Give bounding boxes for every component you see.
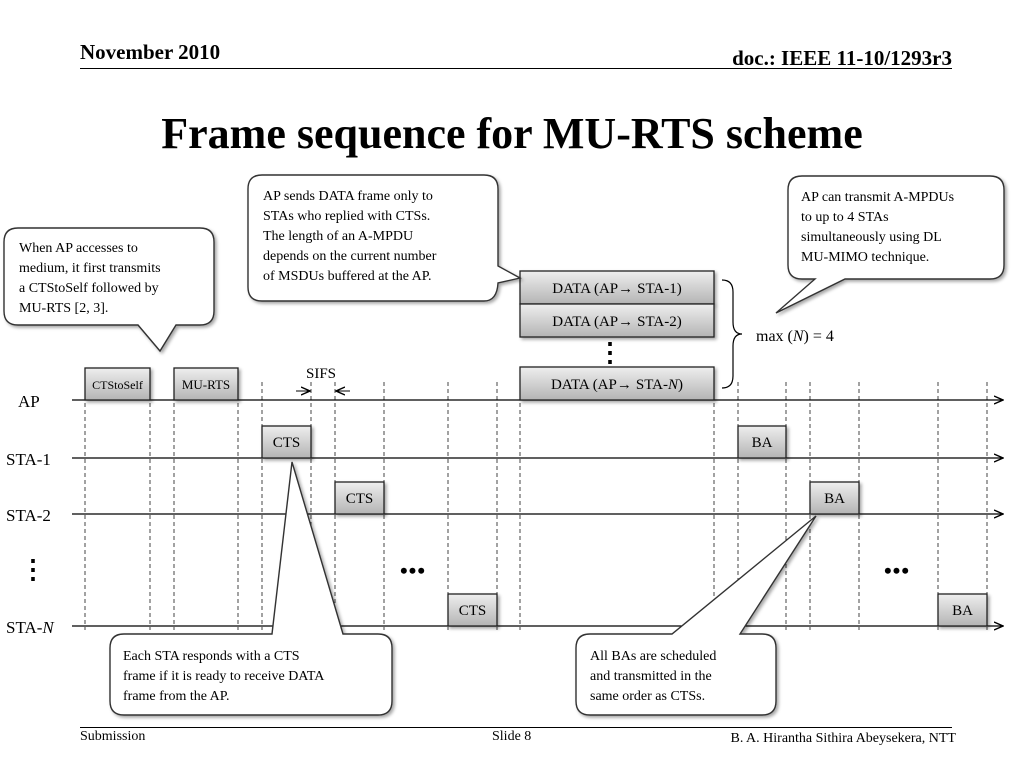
header-doc-id: doc.: IEEE 11-10/1293r3 — [732, 46, 952, 70]
ctstoself-label: CTStoSelf — [92, 378, 143, 392]
callout-data: AP sends DATA frame only to STAs who rep… — [247, 174, 522, 302]
ba-sta2-label: BA — [824, 491, 845, 507]
callout-mumimo: AP can transmit A-MPDUs to up to 4 STAs … — [775, 175, 1005, 314]
cts-frame-stan: CTS — [447, 593, 498, 627]
horizontal-ellipsis-ba: ••• — [884, 558, 910, 583]
horizontal-ellipsis-cts: ••• — [400, 558, 426, 583]
header-rule — [80, 68, 952, 69]
vertical-ellipsis-sta: ⋮ — [20, 555, 46, 584]
sta2-label: STA-2 — [6, 506, 51, 525]
vertical-ellipsis-data: ⋮ — [597, 338, 623, 367]
footer-author: B. A. Hirantha Sithira Abeysekera, NTT — [730, 731, 956, 746]
header-date: November 2010 — [80, 40, 221, 64]
ctstoself-frame: CTStoSelf — [84, 367, 151, 401]
data-frame-sta1: DATA (AP→STA-1) — [519, 270, 715, 305]
footer-slide-number: Slide 8 — [492, 729, 532, 744]
cts-sta1-label: CTS — [273, 435, 301, 451]
callout-ba-text: All BAs are scheduled and transmitted in… — [590, 649, 720, 704]
ba-stan-label: BA — [952, 603, 973, 619]
sta1-label: STA-1 — [6, 450, 51, 469]
murts-frame: MU-RTS — [173, 367, 239, 401]
ba-sta1-label: BA — [752, 435, 773, 451]
ba-frame-sta1: BA — [737, 425, 787, 459]
data-frame-sta2-label: DATA (AP→STA-2) — [552, 314, 682, 330]
callout-access-text: When AP accesses to medium, it first tra… — [19, 241, 164, 316]
callout-cts: Each STA responds with a CTS frame if it… — [109, 461, 393, 716]
ap-label: AP — [18, 392, 40, 411]
footer-rule — [80, 727, 952, 728]
data-frame-stan-label: DATA (AP→STA-N) — [551, 377, 683, 393]
slide-title: Frame sequence for MU-RTS scheme — [161, 109, 863, 158]
callout-mumimo-text: AP can transmit A-MPDUs to up to 4 STAs … — [801, 190, 958, 265]
sifs-label: SIFS — [306, 366, 336, 382]
cts-sta2-label: CTS — [346, 491, 374, 507]
data-frame-sta2: DATA (AP→STA-2) — [519, 303, 715, 338]
murts-label: MU-RTS — [182, 377, 230, 392]
callout-data-text: AP sends DATA frame only to STAs who rep… — [263, 189, 440, 284]
callout-access: When AP accesses to medium, it first tra… — [3, 227, 215, 353]
ba-frame-sta2: BA — [809, 481, 860, 515]
stan-label: STA-N — [6, 618, 55, 637]
cts-frame-sta1: CTS — [261, 425, 312, 459]
footer-submission: Submission — [80, 729, 146, 744]
data-brace — [721, 279, 743, 389]
callout-cts-text: Each STA responds with a CTS frame if it… — [123, 649, 327, 704]
cts-stan-label: CTS — [459, 603, 487, 619]
data-frame-sta1-label: DATA (AP→STA-1) — [552, 281, 682, 297]
ba-frame-stan: BA — [937, 593, 988, 627]
max-n-label: max (N) = 4 — [756, 328, 834, 345]
callout-ba: All BAs are scheduled and transmitted in… — [575, 515, 817, 716]
data-frame-stan: DATA (AP→STA-N) — [519, 366, 715, 401]
cts-frame-sta2: CTS — [334, 481, 385, 515]
